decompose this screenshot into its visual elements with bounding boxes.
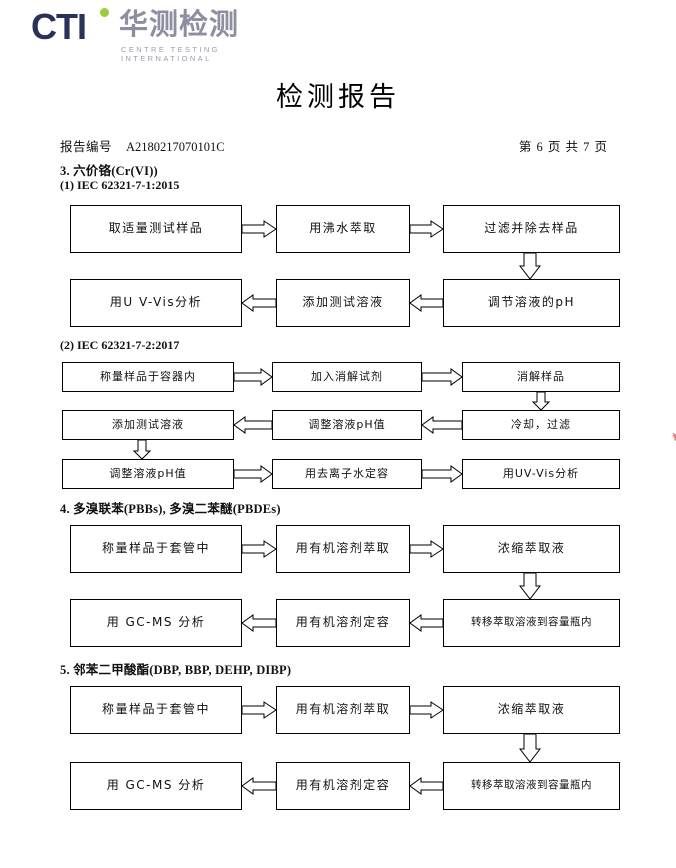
arrow-left-icon [241,294,277,312]
flow-step-box: 转移萃取溶液到容量瓶内 [443,599,620,647]
report-number-label: 报告编号 [60,140,113,154]
subsection-heading-3-1: (1) IEC 62321-7-1:2015 [60,178,180,192]
report-number-value: A2180217070101C [126,140,225,154]
arrow-down-icon [518,572,542,600]
flow-step-box: 调整溶液pH值 [272,410,422,440]
cti-logo: CTI 华测检测 CENTRE TESTING INTERNATIONAL [31,6,261,63]
flow-step-box: 称量样品于套管中 [70,686,242,734]
logo-wordmark: CTI [31,6,87,47]
flow-step-box: 转移萃取溶液到容量瓶内 [443,762,620,810]
page-indicator: 第 6 页 共 7 页 [518,140,608,154]
flow-step-box: 过滤并除去样品 [443,205,620,253]
arrow-left-icon [241,777,277,795]
flow-step-box: 用有机溶剂定容 [276,762,410,810]
arrow-down-icon [132,439,152,460]
arrow-right-icon [233,465,273,483]
arrow-left-icon [409,777,444,795]
arrow-right-icon [233,368,273,386]
arrow-left-icon [409,614,444,632]
flow-step-box: 称量样品于套管中 [70,525,242,573]
logo-tagline: CENTRE TESTING INTERNATIONAL [121,45,220,63]
arrow-right-icon [241,701,277,719]
flow-step-box: 用U V-Vis分析 [70,279,242,327]
arrow-right-icon [241,220,277,238]
flow-step-box: 用UV-Vis分析 [462,459,620,489]
flow-step-box: 浓缩萃取液 [443,686,620,734]
flow-step-box: 添加测试溶液 [62,410,234,440]
report-number: 报告编号 A2180217070101C [60,136,225,155]
flow-step-box: 用 GC-MS 分析 [70,762,242,810]
arrow-left-icon [241,614,277,632]
arrow-down-icon [518,733,542,763]
flow-step-box: 添加测试溶液 [276,279,410,327]
flow-step-box: 用有机溶剂萃取 [276,525,410,573]
flow-step-box: 称量样品于容器内 [62,362,234,392]
flow-step-box: 浓缩萃取液 [443,525,620,573]
flow-step-box: 用 GC-MS 分析 [70,599,242,647]
flow-step-box: 加入消解试剂 [272,362,422,392]
arrow-down-icon [518,252,542,280]
flow-step-box: 用有机溶剂萃取 [276,686,410,734]
section-heading-5: 5. 邻苯二甲酸酯(DBP, BBP, DEHP, DIBP) [60,663,292,677]
arrow-right-icon [421,368,463,386]
logo-chinese-name: 华测检测 [119,9,240,41]
flow-step-box: 用沸水萃取 [276,205,410,253]
flow-step-box: 用有机溶剂定容 [276,599,410,647]
arrow-right-icon [421,465,463,483]
arrow-left-icon [409,294,444,312]
section-heading-3: 3. 六价铬(Cr(VI)) [60,164,158,178]
red-stamp-watermark: 检测专用章 [669,428,676,497]
subsection-heading-3-2: (2) IEC 62321-7-2:2017 [60,338,180,352]
flow-step-box: 调节溶液的pH [443,279,620,327]
flow-step-box: 消解样品 [462,362,620,392]
arrow-left-icon [421,416,463,434]
arrow-right-icon [409,701,444,719]
section-heading-4: 4. 多溴联苯(PBBs), 多溴二苯醚(PBDEs) [60,502,281,516]
arrow-down-icon [531,391,551,411]
flow-step-box: 取适量测试样品 [70,205,242,253]
page-title: 检测报告 [276,82,400,113]
logo-green-dot-icon [100,8,109,17]
arrow-right-icon [409,540,444,558]
flow-step-box: 调整溶液pH值 [62,459,234,489]
arrow-right-icon [241,540,277,558]
arrow-right-icon [409,220,444,238]
arrow-left-icon [233,416,273,434]
flow-step-box: 冷却，过滤 [462,410,620,440]
flow-step-box: 用去离子水定容 [272,459,422,489]
